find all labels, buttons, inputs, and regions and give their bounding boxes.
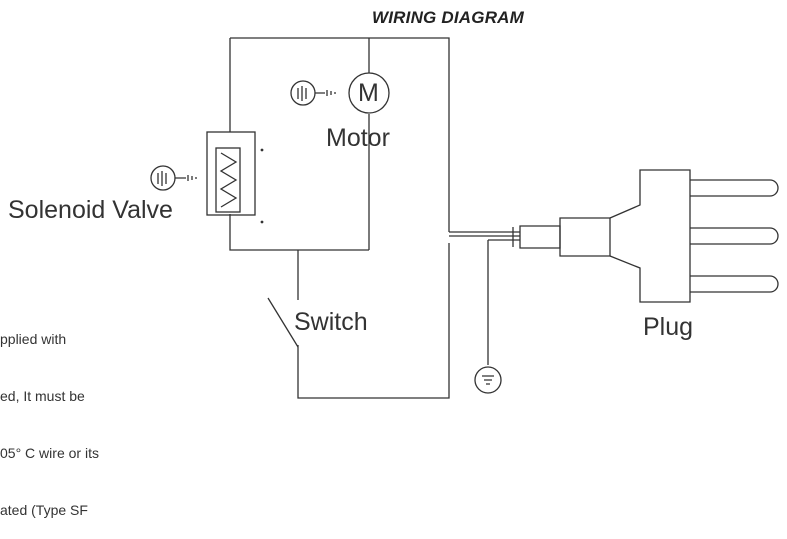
switch-label: Switch	[294, 308, 368, 336]
solenoid-ground-symbol	[150, 165, 176, 191]
plug-prong-2	[690, 227, 779, 245]
motor-circle	[348, 72, 390, 114]
solenoid-coil	[219, 152, 238, 208]
plug-prong-3	[690, 275, 779, 293]
note-line: ed, It must be	[0, 388, 85, 404]
plug-label: Plug	[643, 313, 694, 341]
motor-symbol-label: M	[358, 79, 379, 107]
plug-cable-sleeve	[519, 225, 561, 249]
wiring-note: pplied with ed, It must be 05° C wire or…	[0, 292, 99, 539]
note-line: ated (Type SF	[0, 502, 88, 518]
plug-neck	[559, 217, 611, 257]
plug-prong-1	[690, 179, 779, 197]
note-line: pplied with	[0, 331, 67, 347]
note-line: 05° C wire or its	[0, 445, 99, 461]
motor-label: Motor	[326, 124, 390, 152]
switch-blade	[267, 297, 299, 348]
wire-top-loop	[230, 37, 450, 232]
solenoid-valve-label: Solenoid Valve	[8, 196, 173, 224]
wiring-diagram	[150, 37, 779, 399]
plug-body	[609, 169, 691, 303]
ground-symbol	[474, 366, 502, 394]
wire-switch-lower	[297, 243, 450, 399]
solenoid-outer-box	[206, 131, 256, 216]
wire-left-vertical	[229, 38, 369, 251]
diagram-title: WIRING DIAGRAM	[372, 8, 525, 27]
solenoid-coil-box	[215, 147, 241, 213]
motor-ground-symbol	[290, 80, 316, 106]
